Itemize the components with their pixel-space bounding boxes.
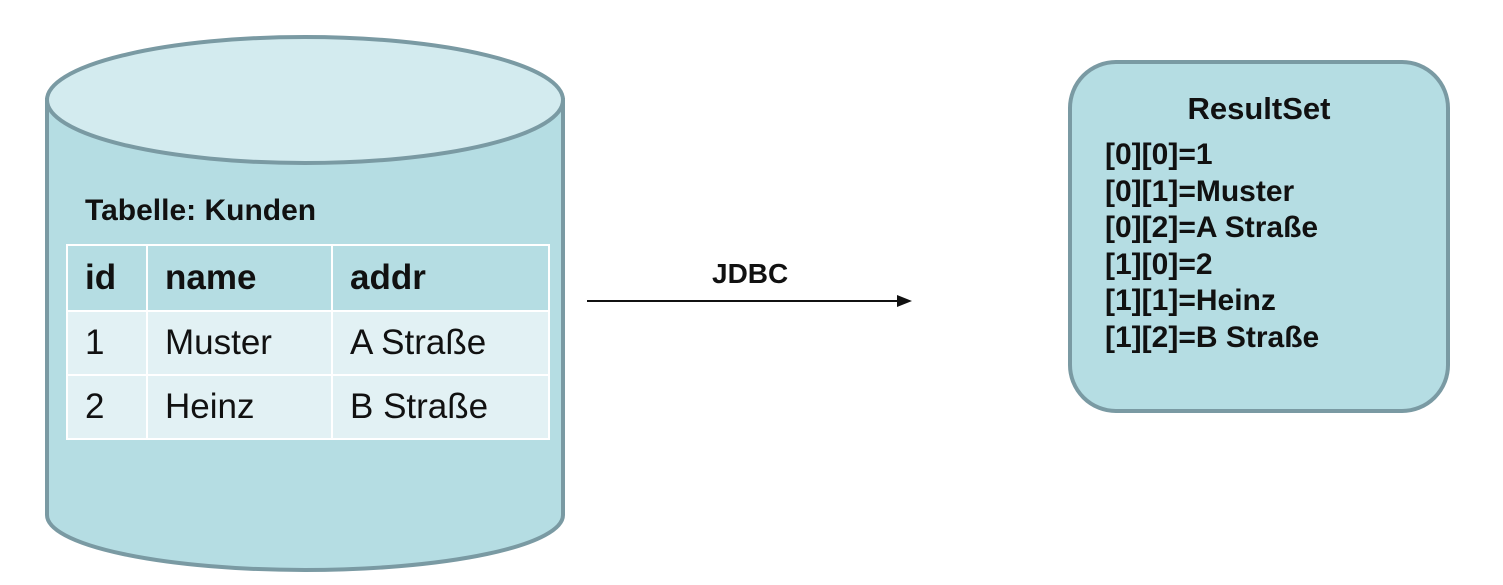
table-cell-name: Heinz	[146, 374, 333, 440]
resultset-entry: [1][0]=2	[1105, 247, 1213, 281]
table-cell-id: 1	[66, 310, 148, 376]
arrow-head-icon	[897, 295, 912, 307]
table-caption: Tabelle: Kunden	[85, 194, 317, 227]
jdbc-label: JDBC	[712, 258, 789, 289]
table-cell-addr: B Straße	[331, 374, 550, 440]
table-row: 2 Heinz B Straße	[66, 374, 550, 440]
resultset-entry: [1][2]=B Straße	[1105, 320, 1320, 354]
column-header-addr: addr	[331, 244, 550, 312]
table-cell-addr: A Straße	[331, 310, 550, 376]
table-cell-name: Muster	[146, 310, 333, 376]
jdbc-arrow	[587, 295, 912, 307]
resultset-entry: [0][2]=A Straße	[1105, 211, 1319, 245]
table-cell-id: 2	[66, 374, 148, 440]
column-header-name: name	[146, 244, 333, 312]
table-header-row: id name addr	[66, 244, 550, 312]
table-row: 1 Muster A Straße	[66, 310, 550, 376]
resultset-entry: [1][1]=Heinz	[1105, 284, 1276, 318]
resultset-entries: [0][0]=1 [0][1]=Muster [0][2]=A Straße […	[1105, 137, 1319, 357]
resultset-box: ResultSet [0][0]=1 [0][1]=Muster [0][2]=…	[1068, 60, 1450, 413]
resultset-entry: [0][0]=1	[1105, 138, 1213, 171]
column-header-id: id	[66, 244, 148, 312]
cylinder-top	[45, 35, 565, 165]
resultset-title: ResultSet	[1187, 91, 1331, 126]
resultset-entry: [0][1]=Muster	[1105, 174, 1295, 208]
kunden-table: id name addr 1 Muster A Straße 2 Heinz B…	[66, 244, 550, 440]
